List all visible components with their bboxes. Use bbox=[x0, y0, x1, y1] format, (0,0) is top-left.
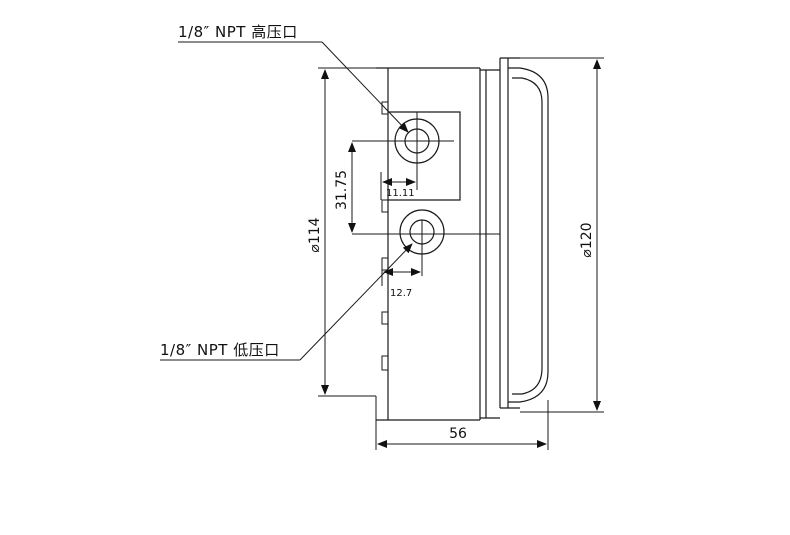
dimension-high-port-offset bbox=[380, 172, 416, 200]
bezel-diameter-label: ⌀120 bbox=[579, 222, 595, 257]
gauge-body bbox=[376, 67, 500, 421]
low-port-offset-label: 12.7 bbox=[390, 288, 412, 299]
low-pressure-port bbox=[352, 209, 500, 276]
gauge-bezel bbox=[499, 57, 549, 409]
leader-lines bbox=[160, 41, 413, 361]
high-pressure-port bbox=[352, 112, 454, 190]
port-spacing-label: 31.75 bbox=[334, 170, 350, 210]
high-port-label: 1/8″ NPT 高压口 bbox=[178, 23, 298, 41]
low-port-label: 1/8″ NPT 低压口 bbox=[160, 341, 280, 359]
body-diameter-label: ⌀114 bbox=[307, 217, 323, 252]
dimension-body-diameter bbox=[318, 67, 388, 397]
high-port-offset-label: 11.11 bbox=[386, 188, 415, 199]
dimension-low-port-offset bbox=[381, 262, 421, 286]
dimension-depth bbox=[375, 396, 549, 450]
dimension-bezel-diameter bbox=[520, 57, 604, 413]
depth-label: 56 bbox=[449, 426, 467, 442]
